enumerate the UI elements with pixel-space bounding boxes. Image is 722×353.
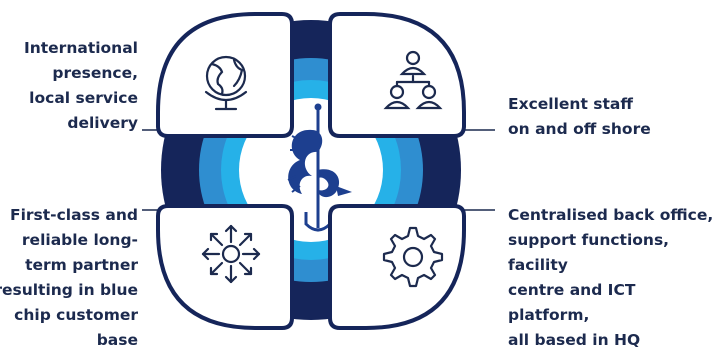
petal-bottom-right [328, 204, 466, 330]
globe-icon [204, 55, 248, 111]
petal-top-right [328, 12, 466, 138]
label-top-right: Excellent staff on and off shore [508, 95, 651, 138]
label-bottom-left: First-class and reliable long- term part… [0, 206, 138, 349]
petal-bottom-left [156, 204, 294, 330]
gear-icon [382, 226, 444, 288]
label-bottom-right: Centralised back office, support functio… [508, 206, 714, 349]
organization-chart-icon [383, 50, 443, 110]
arrows-expand-icon [201, 224, 261, 284]
petal-top-left [156, 12, 294, 138]
label-top-left: International presence, local service de… [23, 39, 138, 132]
